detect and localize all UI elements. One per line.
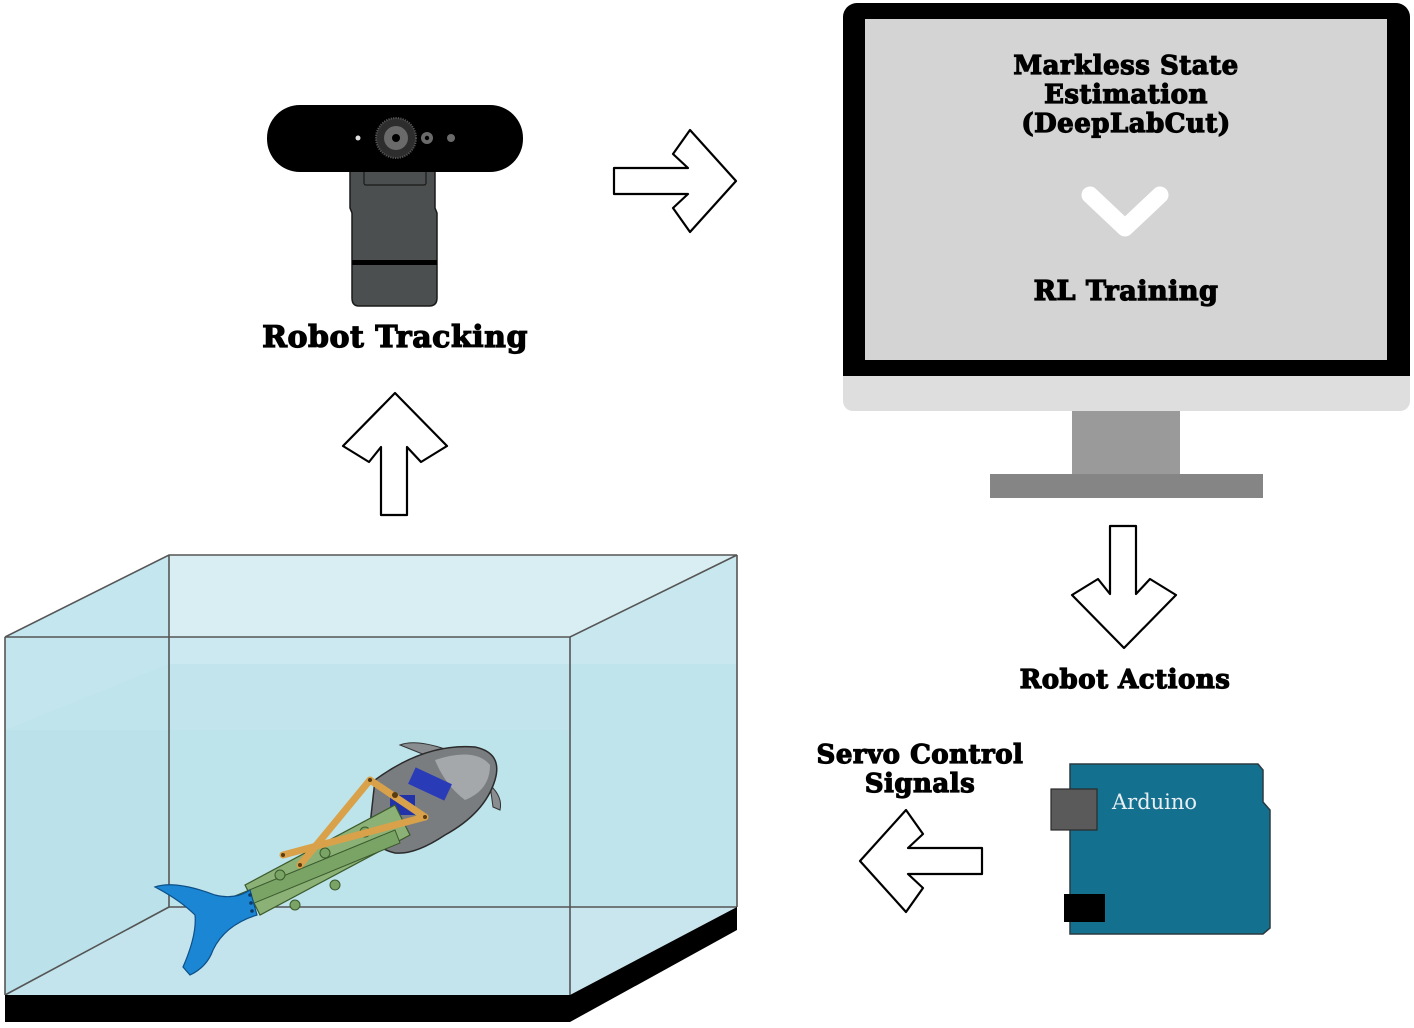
monitor-stand (1072, 411, 1180, 476)
monitor-base (990, 474, 1263, 498)
arrow-right-icon (612, 128, 738, 234)
servo-control-line-1: Servo Control (816, 740, 1024, 770)
webcam-icon (267, 105, 523, 307)
chevron-down-icon (1081, 186, 1169, 237)
arduino-board-text: Arduino (1112, 790, 1198, 814)
arrow-up-icon (341, 391, 449, 517)
robot-actions-label: Robot Actions (1019, 665, 1231, 695)
state-estimation-line-3: (DeepLabCut) (1021, 109, 1231, 139)
servo-control-line-2: Signals (864, 769, 976, 799)
servo-control-label: Servo Control Signals (790, 740, 1050, 799)
arduino-board-icon (1050, 763, 1271, 935)
monitor-screen (865, 19, 1387, 360)
state-estimation-line-2: Estimation (1043, 80, 1208, 110)
state-estimation-line-1: Markless State (1013, 51, 1239, 81)
state-estimation-label: Markless State Estimation (DeepLabCut) (900, 51, 1352, 139)
robot-tracking-label: Robot Tracking (261, 320, 528, 355)
arrow-down-icon (1070, 524, 1178, 650)
robotic-fish-icon (153, 742, 501, 976)
monitor-chin (843, 376, 1410, 411)
arrow-left-icon (858, 808, 984, 914)
rl-training-label: RL Training (1033, 276, 1219, 307)
